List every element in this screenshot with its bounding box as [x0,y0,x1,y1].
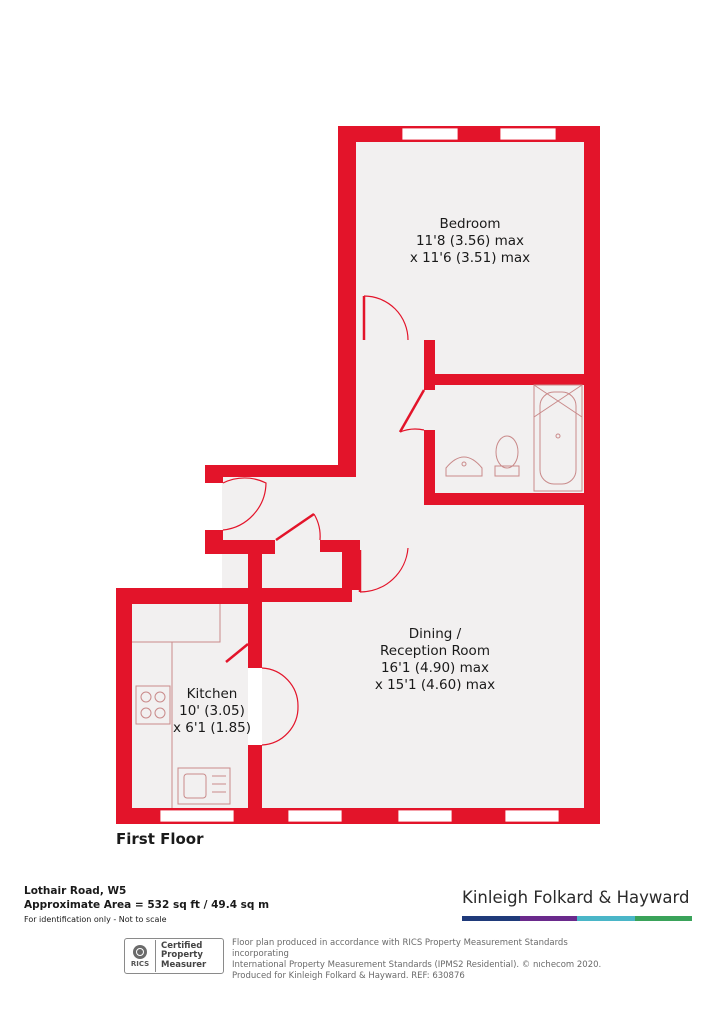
bedroom-window-2 [499,127,557,141]
bedroom-floor [356,142,584,376]
bathroom-door-leaf [398,389,426,433]
fixtures [132,384,583,808]
dining-name1: Dining / [408,626,462,642]
entrance-top-wall [205,465,356,477]
bedroom-dim1: 11'8 (3.56) max [415,233,525,249]
hall-lower-wall [205,540,275,554]
toilet-cistern [494,465,520,477]
kitchen-name: Kitchen [186,686,238,702]
address-block: Lothair Road, W5 Approximate Area = 532 … [24,884,269,927]
dining-dim1: 16'1 (4.90) max [380,660,490,676]
bottom-wall [116,808,600,824]
kitchen-door-arc-1 [261,667,299,707]
brand-bar-segment [519,916,577,921]
kitchen-cupboard-leaf [225,643,249,663]
bedroom-window-1 [401,127,459,141]
basin [445,456,483,477]
kitchen-top-wall [116,588,262,604]
brand-color-bar [462,916,692,921]
scale-note: For identification only - Not to scale [24,915,167,924]
dining-window-1 [287,809,343,823]
kitchen-sink [177,767,231,805]
kitchen-left-wall [116,588,132,824]
brand-bar-segment [634,916,692,921]
area-line: Approximate Area = 532 sq ft / 49.4 sq m [24,899,270,911]
entrance-left-wall [205,465,223,483]
rics-line3: Measurer [161,959,207,970]
bedroom-dim2: x 11'6 (3.51) max [409,250,531,266]
entrance-door-arc [222,477,267,531]
windows [159,127,560,823]
rics-logo-text: RICS [130,959,150,968]
right-outer-wall [584,126,600,824]
dining-label: Dining / Reception Room 16'1 (4.90) max … [350,626,520,694]
kitchen-floor [132,604,248,808]
dining-dim2: x 15'1 (4.60) max [374,677,496,693]
bathroom-floor [434,385,584,493]
hall-door-arc [313,513,321,541]
kitchen-label: Kitchen 10' (3.05) x 6'1 (1.85) [160,686,264,737]
bath [533,384,583,492]
bath-bottom-wall [434,493,584,505]
rics-certification: Certified Property Measurer [156,940,207,971]
dining-window-2 [397,809,453,823]
rics-line1: Certified [161,940,203,951]
brand-bar-segment [462,916,520,921]
kitchen-worktop [132,604,221,643]
dining-window-3 [504,809,560,823]
kitchen-dim1: 10' (3.05) [179,703,245,719]
kitchen-right-wall [248,588,262,668]
disclaimer-line1: Floor plan produced in accordance with R… [232,938,568,959]
bedroom-door-arc [363,295,409,341]
dining-top-wall [262,588,352,602]
bedroom-bath-wall [434,374,584,385]
hob [135,685,171,725]
disclaimer: Floor plan produced in accordance with R… [232,938,612,982]
room-floors [132,142,584,808]
disclaimer-line3: Produced for Kinleigh Folkard & Hayward.… [232,971,465,981]
floor-plan [116,126,600,824]
bath-inner [539,391,577,485]
brand-bar-segment [577,916,635,921]
hall-floor [222,340,584,808]
toilet-bowl [495,435,519,469]
rics-globe-icon [133,944,147,959]
corridor-left-wall [338,340,356,476]
bedroom-top-wall [338,126,600,142]
kitchen-door-arc-2 [261,705,299,746]
rics-logo: RICS [125,940,156,972]
kitchen-window [159,809,235,823]
kitchen-right-wall-lower [248,745,262,824]
hall-partition [342,540,360,590]
bathroom-door-arc [399,428,425,433]
address-line: Lothair Road, W5 [24,885,127,897]
kitchen-hall-wall-top [248,548,262,588]
doors [222,295,426,746]
hall-door-leaf [275,512,315,542]
walls [116,126,600,824]
dining-door-arc [359,547,409,593]
rics-line2: Property [161,950,203,961]
bath-left-wall [424,340,435,390]
rics-badge: RICS Certified Property Measurer [124,938,224,974]
bedroom-label: Bedroom 11'8 (3.56) max x 11'6 (3.51) ma… [395,216,545,267]
floor-label: First Floor [116,830,204,848]
bedroom-name: Bedroom [439,216,501,232]
disclaimer-line2: International Property Measurement Stand… [232,960,602,970]
dining-name2: Reception Room [380,643,490,659]
brand-name: Kinleigh Folkard & Hayward [462,888,690,907]
kitchen-dim2: x 6'1 (1.85) [172,720,252,736]
bath-left-wall-lower [424,430,435,505]
bedroom-left-wall [338,126,356,341]
